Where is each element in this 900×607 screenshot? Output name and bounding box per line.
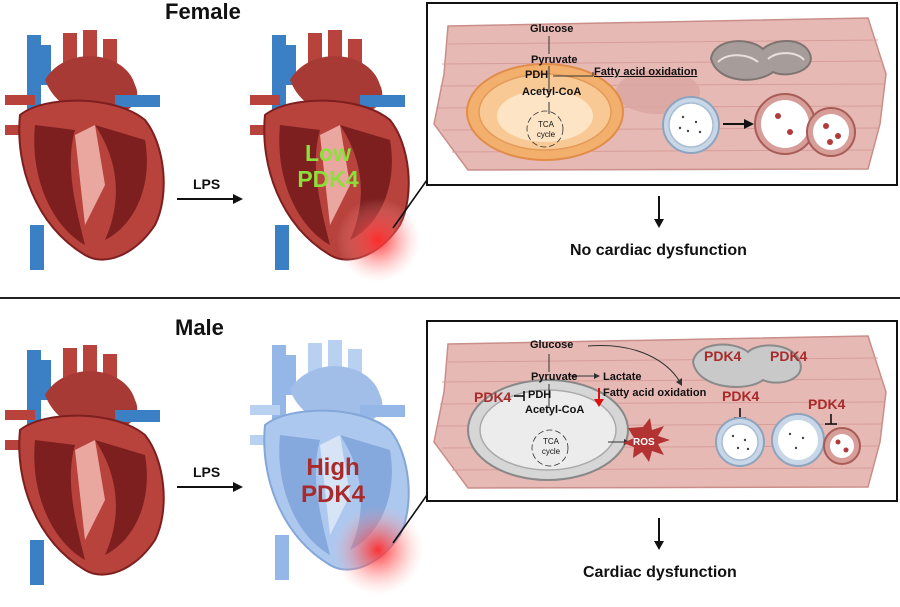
male-heart-label: High PDK4 — [283, 454, 383, 508]
male-normal-heart — [5, 345, 165, 585]
male-fatty-acid: Fatty acid oxidation — [603, 387, 707, 399]
male-tca-line2: cycle — [541, 447, 561, 456]
female-tca-line1: TCA — [538, 120, 554, 129]
male-lps-heart — [250, 340, 423, 595]
male-pdk4-fission-right: PDK4 — [770, 348, 808, 364]
female-lps-arrow — [177, 194, 243, 204]
female-tca: TCA cycle — [531, 120, 561, 140]
female-outcome: No cardiac dysfunction — [570, 242, 747, 259]
male-heart-label-line1: High — [306, 454, 360, 481]
female-title: Female — [165, 0, 241, 24]
female-tca-line2: cycle — [536, 130, 556, 139]
male-pdk4-fusion: PDK4 — [808, 396, 846, 412]
male-pdh: PDH — [528, 389, 552, 401]
female-glucose: Glucose — [530, 23, 574, 35]
female-cell-diagram — [433, 17, 887, 171]
male-cell-diagram — [433, 335, 887, 489]
female-pdh: PDH — [525, 69, 549, 81]
section-divider — [0, 297, 900, 299]
male-lactate: Lactate — [603, 371, 642, 383]
female-fatty-acid: Fatty acid oxidation — [594, 66, 698, 78]
female-outcome-arrow — [654, 196, 664, 228]
female-heart-label-line1: Low — [305, 140, 351, 166]
male-glucose: Glucose — [530, 339, 574, 351]
male-tca-line1: TCA — [543, 437, 559, 446]
male-pdk4-vesicle: PDK4 — [722, 388, 760, 404]
female-lps-heart — [250, 30, 420, 282]
male-pyruvate: Pyruvate — [531, 371, 578, 383]
male-pointer-line — [392, 494, 428, 544]
male-tca: TCA cycle — [536, 437, 566, 457]
male-outcome: Cardiac dysfunction — [583, 564, 737, 581]
female-heart-label-line2: PDK4 — [297, 166, 359, 192]
female-heart-label: Low PDK4 — [283, 140, 373, 192]
male-acetyl: Acetyl-CoA — [525, 404, 585, 416]
male-outcome-arrow — [654, 518, 664, 550]
male-lps-arrow — [177, 482, 243, 492]
male-lps-label: LPS — [193, 464, 221, 480]
female-pointer-line — [392, 179, 428, 229]
female-acetyl: Acetyl-CoA — [522, 86, 582, 98]
female-pyruvate: Pyruvate — [531, 54, 578, 66]
male-pdk4-fission-left: PDK4 — [704, 348, 742, 364]
male-heart-label-line2: PDK4 — [300, 481, 366, 508]
female-normal-heart — [5, 30, 165, 270]
female-lps-label: LPS — [193, 176, 221, 192]
male-ros: ROS — [633, 437, 655, 448]
male-title: Male — [175, 315, 224, 340]
male-pdk4-pdh: PDK4 — [474, 389, 512, 405]
